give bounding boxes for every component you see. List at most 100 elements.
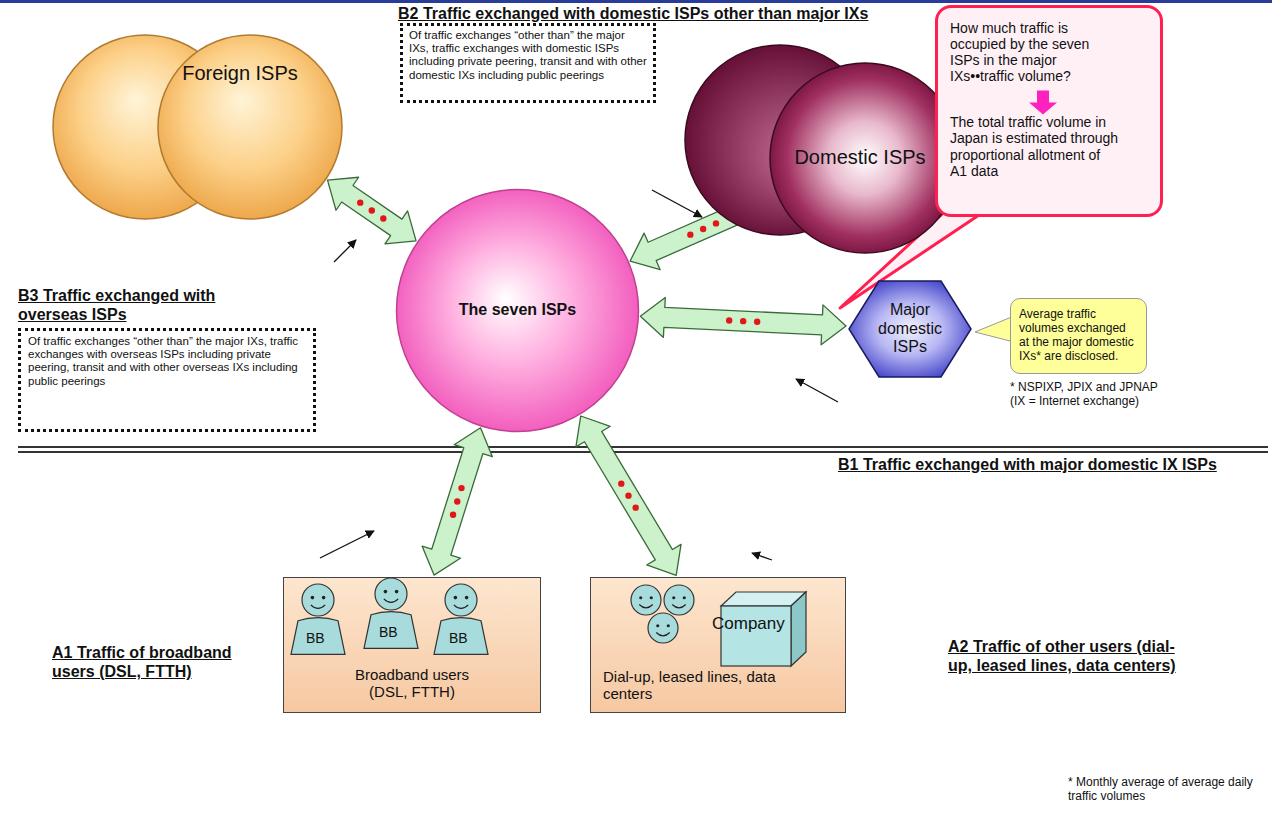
leader-line <box>796 379 838 402</box>
traffic-dot <box>687 231 693 237</box>
person-smile <box>454 605 468 609</box>
person-icon <box>291 584 345 654</box>
person-eye <box>465 596 469 600</box>
person-eye <box>454 596 458 600</box>
traffic-dot <box>450 512 456 518</box>
node-text: The seven ISPs <box>459 301 576 319</box>
node-text: Foreign ISPs <box>182 62 298 85</box>
traffic-dot <box>458 485 464 491</box>
note-label: Company <box>712 614 785 634</box>
person-smile <box>656 633 670 636</box>
traffic-arrow-group <box>640 297 846 344</box>
person-smile <box>639 605 653 608</box>
traffic-dot <box>380 215 386 221</box>
figure-illustration <box>284 578 542 678</box>
circle-shape <box>50 32 360 222</box>
node-text: Broadband users (DSL, FTTH) <box>337 666 487 701</box>
label-slot: A2 Traffic of other users (dial-up, leas… <box>948 637 1188 675</box>
node-text: How much traffic is occupied by the seve… <box>950 20 1120 84</box>
person-icon <box>664 585 694 615</box>
person-eye <box>656 624 659 627</box>
person-body <box>364 612 418 649</box>
person-eye <box>322 596 326 600</box>
person-eye <box>650 596 653 599</box>
traffic-dot <box>632 504 638 510</box>
isp-circle-outline <box>397 190 639 432</box>
node-text: The total traffic volume in Japan is est… <box>950 114 1120 178</box>
person-smile <box>672 605 686 608</box>
cube-side <box>791 592 806 666</box>
traffic-arrow <box>640 297 846 344</box>
person-head <box>302 584 334 616</box>
person-body <box>434 618 488 655</box>
traffic-arrow-group <box>422 428 492 575</box>
note-label: BB <box>379 624 398 641</box>
label-slot: BB <box>449 630 468 647</box>
person-head <box>648 613 678 643</box>
label-slot: * Monthly average of average daily traff… <box>1068 775 1266 804</box>
traffic-dot <box>740 318 746 324</box>
traffic-dot <box>726 317 732 323</box>
divider-line <box>18 451 1268 453</box>
person-head <box>664 585 694 615</box>
leader-line <box>320 531 374 558</box>
leader-line <box>334 240 356 262</box>
label-slot: A1 Traffic of broadband users (DSL, FTTH… <box>52 643 277 681</box>
person-eye <box>667 624 670 627</box>
node-text: Dial-up, leased lines, data centers <box>603 668 778 703</box>
label-slot: * NSPIXP, JPIX and JPNAP (IX = Internet … <box>1010 380 1175 409</box>
traffic-dot <box>754 319 760 325</box>
leader-line <box>752 553 772 560</box>
section-heading: B1 Traffic exchanged with major domestic… <box>838 455 1217 474</box>
person-head <box>445 584 477 616</box>
node-text: Average traffic volumes exchanged at the… <box>1019 308 1138 363</box>
person-eye <box>384 590 388 594</box>
section-heading: A2 Traffic of other users (dial-up, leas… <box>948 637 1188 675</box>
section-heading: A1 Traffic of broadband users (DSL, FTTH… <box>52 643 277 681</box>
note-label: * NSPIXP, JPIX and JPNAP (IX = Internet … <box>1010 380 1175 409</box>
label-slot: B1 Traffic exchanged with major domestic… <box>838 455 1217 474</box>
label-slot: B3 Traffic exchanged with overseas ISPs <box>18 286 218 324</box>
note-label: BB <box>306 630 325 647</box>
traffic-dot <box>357 199 363 205</box>
node-text: Of traffic exchanges “other than” the ma… <box>409 29 647 82</box>
node-text: Of traffic exchanges “other than” the ma… <box>28 335 306 388</box>
traffic-arrow <box>576 416 681 575</box>
traffic-arrow <box>422 428 492 575</box>
person-smile <box>311 605 325 609</box>
person-head <box>375 578 407 610</box>
question-callout: How much traffic is occupied by the seve… <box>935 5 1163 217</box>
isp-circle-outline <box>770 63 960 253</box>
ix-hexagon: Major domestic ISPs <box>848 280 972 378</box>
divider-line <box>18 446 1268 448</box>
label-slot: B2 Traffic exchanged with domestic ISPs … <box>398 4 868 23</box>
note-box: Of traffic exchanges “other than” the ma… <box>18 328 316 432</box>
person-body <box>291 618 345 655</box>
isp-circle-outline <box>158 35 342 219</box>
traffic-dot <box>625 492 631 498</box>
person-eye <box>683 596 686 599</box>
traffic-arrow <box>328 177 417 244</box>
label-slot: BB <box>306 630 325 647</box>
person-eye <box>311 596 315 600</box>
person-icon <box>434 584 488 654</box>
leader-line <box>652 190 702 217</box>
info-callout: Average traffic volumes exchanged at the… <box>1010 298 1147 374</box>
person-smile <box>384 599 398 603</box>
hexagon-outline <box>849 281 971 377</box>
note-label: * Monthly average of average daily traff… <box>1068 775 1266 804</box>
isp-circle: The seven ISPs <box>395 188 640 433</box>
label-slot: Company <box>712 614 785 634</box>
callout-tail <box>975 316 1014 342</box>
traffic-dot <box>700 226 706 232</box>
down-arrow <box>1029 90 1057 114</box>
section-heading: B3 Traffic exchanged with overseas ISPs <box>18 286 218 324</box>
person-icon <box>364 578 418 648</box>
note-label: BB <box>449 630 468 647</box>
label-slot: BB <box>379 624 398 641</box>
node-text: Domestic ISPs <box>794 146 925 169</box>
slide-top-rule <box>0 0 1272 3</box>
traffic-dot <box>618 480 624 486</box>
traffic-dot <box>454 498 460 504</box>
traffic-arrow-group <box>328 177 417 244</box>
